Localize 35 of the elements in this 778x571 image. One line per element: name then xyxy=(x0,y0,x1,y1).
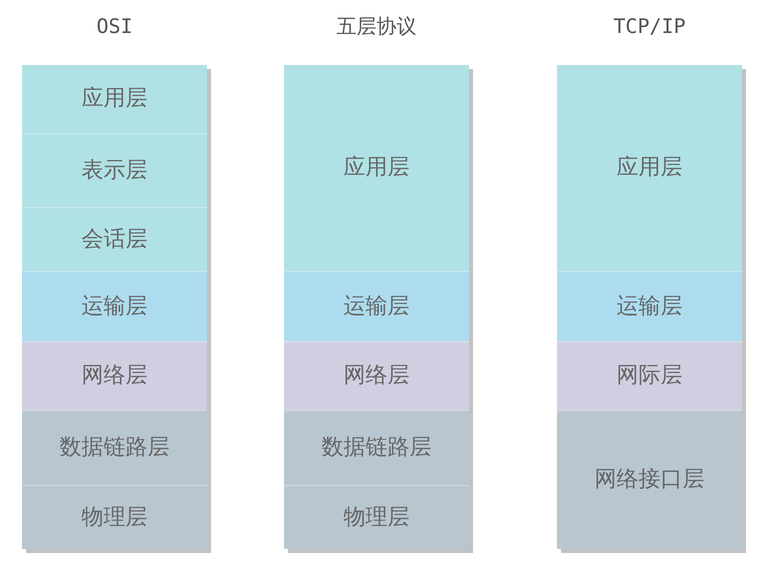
layer-band xyxy=(557,65,742,271)
layer-label: 运输层 xyxy=(82,294,148,320)
layer-band xyxy=(284,485,469,549)
layer-band xyxy=(284,341,469,410)
layer-label: 网络层 xyxy=(344,363,410,389)
layer-label: 应用层 xyxy=(616,155,682,181)
layer-label: 数据链路层 xyxy=(60,435,170,461)
layer-label: 运输层 xyxy=(344,294,410,320)
layer-band xyxy=(22,207,207,271)
layer-band xyxy=(284,410,469,485)
layer-label: 网络接口层 xyxy=(594,467,704,493)
layer-band xyxy=(22,65,207,133)
layer-band xyxy=(22,410,207,485)
layer-band xyxy=(22,485,207,549)
layer-band xyxy=(22,133,207,207)
layer-label: 数据链路层 xyxy=(322,435,432,461)
column-heading: TCP/IP xyxy=(613,13,686,39)
layer-band xyxy=(557,271,742,341)
layer-label: 表示层 xyxy=(82,158,148,184)
layer-label: 网络层 xyxy=(82,363,148,389)
layer-label: 应用层 xyxy=(344,155,410,181)
layer-label: 物理层 xyxy=(344,504,410,530)
layer-label: 网际层 xyxy=(616,363,682,389)
layer-label: 会话层 xyxy=(82,226,148,252)
layer-band xyxy=(22,271,207,341)
layer-label: 物理层 xyxy=(82,504,148,530)
column-heading: 五层协议 xyxy=(336,13,416,39)
layer-band xyxy=(284,65,469,271)
layer-band xyxy=(284,271,469,341)
layer-band xyxy=(557,341,742,410)
layer-label: 应用层 xyxy=(82,86,148,112)
column-heading: OSI xyxy=(96,13,133,39)
layer-band xyxy=(557,410,742,549)
layer-label: 运输层 xyxy=(616,294,682,320)
layer-band xyxy=(22,341,207,410)
